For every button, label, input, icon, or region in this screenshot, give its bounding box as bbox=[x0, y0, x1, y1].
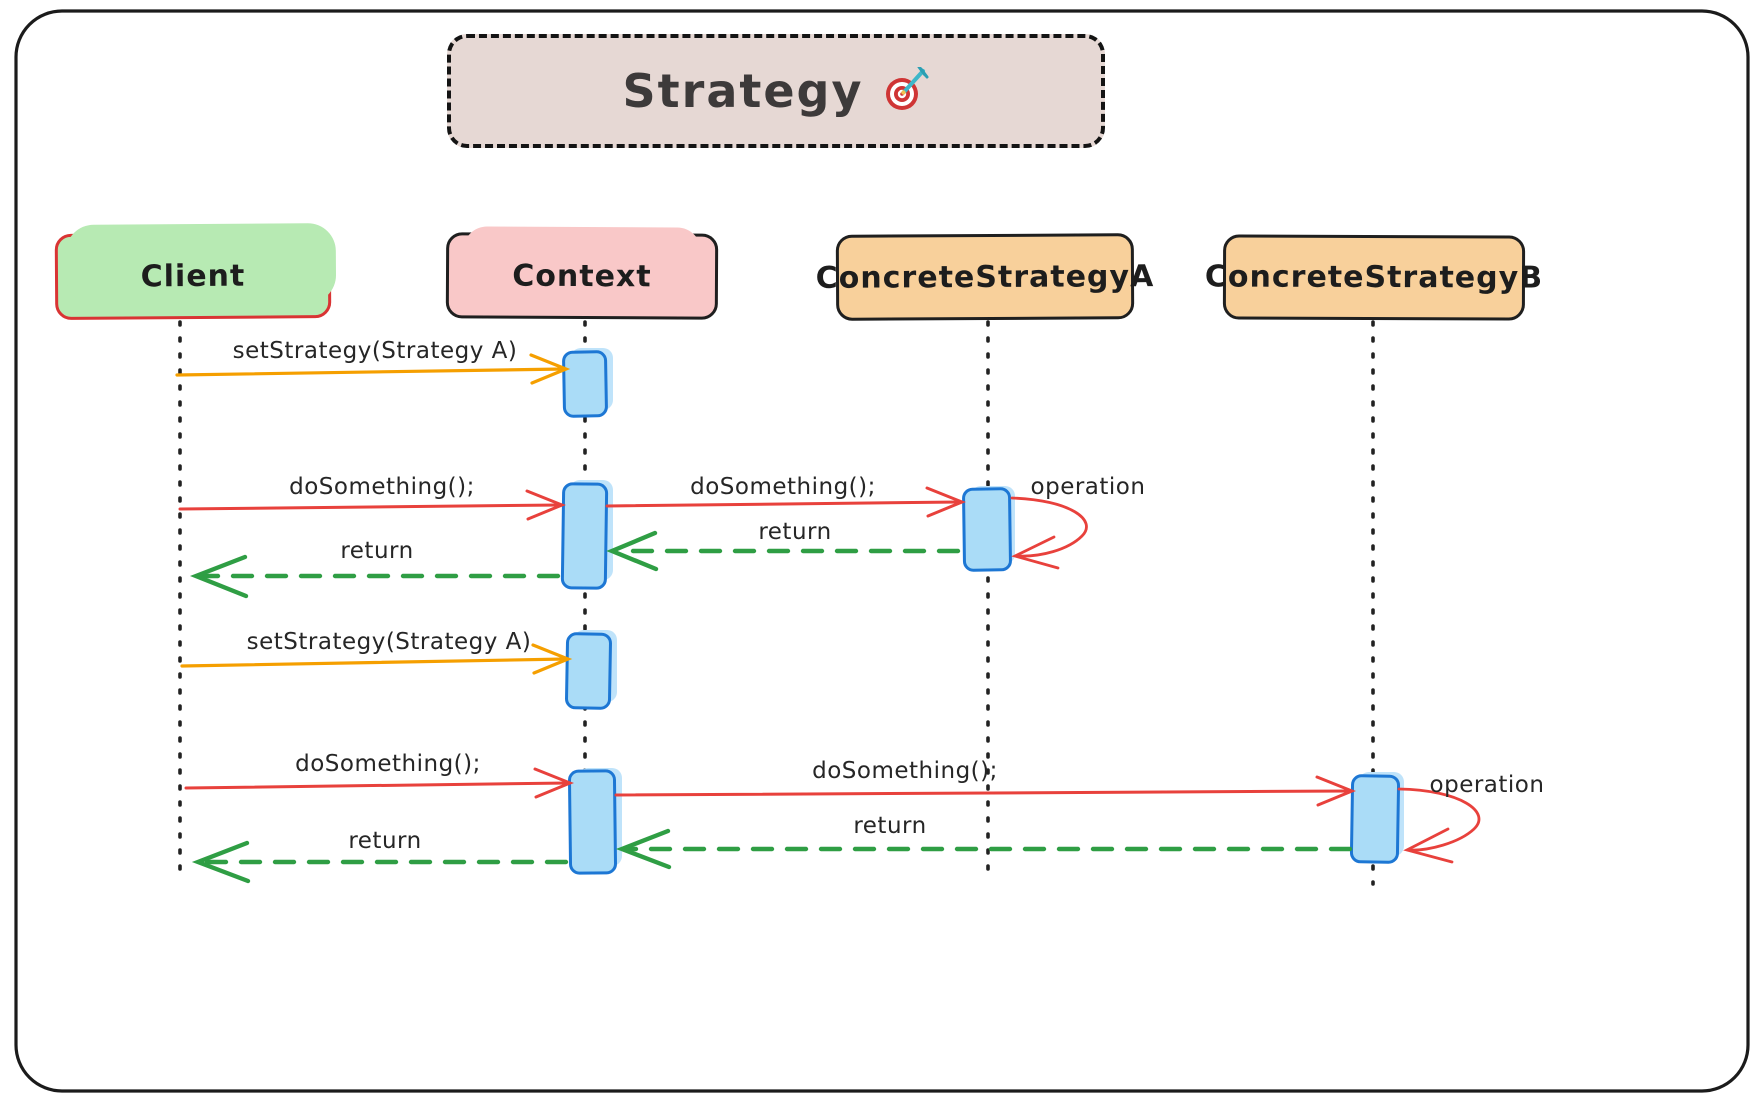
message-label-operation-2: operation bbox=[1429, 772, 1545, 798]
message-arrow-7 bbox=[184, 781, 570, 790]
message-label-do-something-3: doSomething(); bbox=[295, 751, 481, 777]
message-arrow-0 bbox=[175, 367, 566, 377]
lifelines bbox=[178, 320, 1375, 886]
participant-concrete-strategy-b: ConcreteStrategyB bbox=[1205, 234, 1543, 321]
arrowhead-right-icon bbox=[529, 353, 571, 385]
participant-client-label: Client bbox=[140, 258, 246, 294]
arrowhead-left-icon bbox=[191, 840, 251, 884]
activation-context-3 bbox=[565, 632, 612, 710]
self-loops bbox=[1010, 496, 1481, 864]
message-arrow-3 bbox=[1010, 496, 1088, 558]
message-arrow-9 bbox=[1397, 787, 1481, 852]
participant-client: Client bbox=[54, 232, 332, 320]
return-arrows bbox=[189, 530, 1353, 884]
arrowhead-left-icon bbox=[1403, 827, 1454, 864]
activations bbox=[560, 350, 1401, 875]
message-label-set-strategy-2: setStrategy(Strategy A) bbox=[246, 629, 532, 655]
message-arrow-2 bbox=[605, 500, 962, 508]
arrowhead-right-icon bbox=[525, 489, 566, 521]
target-dart-icon bbox=[886, 67, 929, 110]
message-label-do-something-2: doSomething(); bbox=[690, 474, 876, 500]
set-strategy-arrows bbox=[175, 353, 573, 675]
message-label-do-something-4: doSomething(); bbox=[812, 758, 998, 784]
arrowhead-right-icon bbox=[1315, 775, 1356, 807]
participant-concrete-strategy-b-label: ConcreteStrategyB bbox=[1204, 259, 1544, 296]
message-label-do-something-1: doSomething(); bbox=[289, 474, 475, 500]
participant-context: Context bbox=[445, 232, 719, 320]
message-label-return-4: return bbox=[348, 828, 422, 854]
arrowhead-left-icon bbox=[189, 554, 249, 599]
message-arrow-8 bbox=[614, 789, 1352, 797]
activation-strategy-a bbox=[962, 487, 1012, 572]
pattern-title: Strategy bbox=[622, 64, 864, 118]
message-label-operation-1: operation bbox=[1030, 474, 1146, 500]
message-label-return-2: return bbox=[340, 538, 414, 564]
participant-context-label: Context bbox=[512, 258, 652, 294]
arrowhead-left-icon bbox=[606, 530, 659, 572]
message-label-set-strategy-1: setStrategy(Strategy A) bbox=[232, 338, 518, 364]
participant-concrete-strategy-a-label: ConcreteStrategyA bbox=[815, 258, 1155, 296]
diagram-border bbox=[14, 9, 1750, 1093]
message-arrow-6 bbox=[180, 657, 568, 668]
arrowhead-right-icon bbox=[531, 643, 573, 675]
message-label-return-3: return bbox=[853, 813, 927, 839]
arrowhead-right-icon bbox=[533, 767, 574, 799]
pattern-title-box: Strategy bbox=[447, 34, 1105, 148]
call-arrows bbox=[178, 486, 1356, 807]
arrowhead-left-icon bbox=[1011, 535, 1060, 570]
activation-context-2 bbox=[560, 482, 609, 590]
activation-strategy-b bbox=[1349, 774, 1401, 864]
activation-context-4 bbox=[567, 769, 618, 875]
arrowhead-right-icon bbox=[925, 486, 966, 518]
activation-context-1 bbox=[562, 350, 608, 418]
participant-concrete-strategy-a: ConcreteStrategyA bbox=[816, 233, 1154, 321]
message-arrow-1 bbox=[178, 503, 562, 511]
message-label-return-1: return bbox=[758, 519, 832, 545]
arrowhead-left-icon bbox=[615, 828, 672, 870]
